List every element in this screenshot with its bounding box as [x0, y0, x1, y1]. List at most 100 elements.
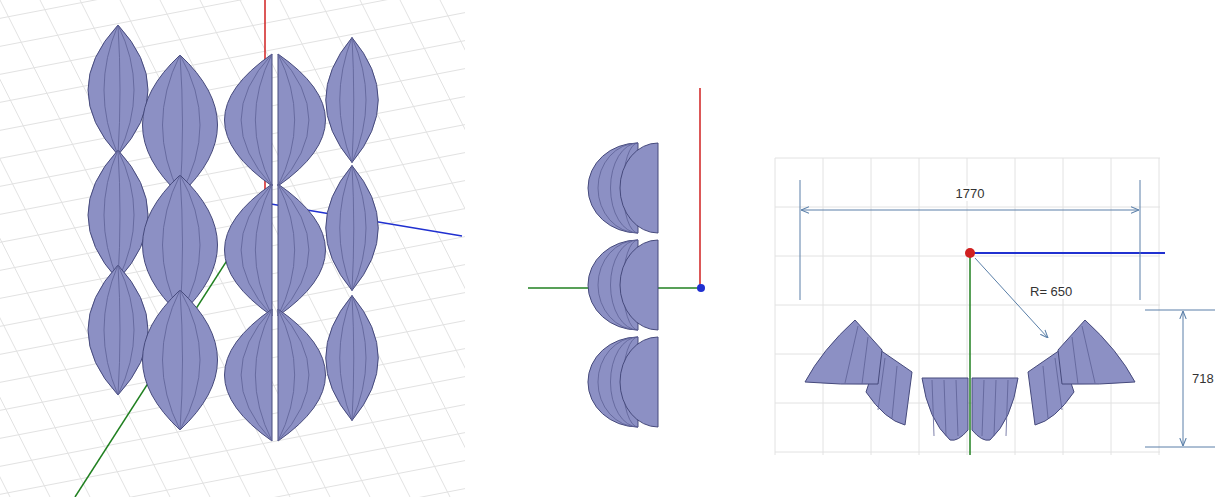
half-lens-part — [225, 54, 273, 186]
grid-line — [0, 0, 465, 56]
sector-part — [1058, 320, 1135, 384]
grid-line — [775, 452, 1160, 453]
grid-line — [0, 394, 465, 497]
facet-line — [104, 150, 118, 280]
facet-line — [340, 166, 352, 291]
grid-line — [320, 0, 465, 497]
grid-line — [440, 0, 465, 497]
facet-line — [104, 265, 118, 395]
facet-line — [278, 54, 309, 186]
half-lens-part — [225, 309, 273, 441]
facet-line — [352, 296, 366, 421]
facet-line — [118, 25, 120, 155]
grid-line — [919, 158, 920, 455]
z-axis — [699, 88, 701, 288]
extension-line — [1145, 447, 1215, 448]
facet-line — [255, 309, 272, 441]
facet-line — [845, 326, 858, 383]
axis-dot — [697, 284, 705, 292]
sector-part — [805, 320, 882, 384]
grid-line — [1063, 158, 1064, 455]
dimension-line — [1183, 311, 1184, 446]
facet-line — [241, 54, 272, 186]
facet-line — [892, 366, 897, 418]
facet-line — [352, 166, 354, 291]
facet-line — [278, 184, 295, 316]
grid-line — [400, 0, 465, 497]
half-disc-part — [620, 337, 658, 427]
facet-line — [278, 54, 295, 186]
extension-line — [800, 180, 801, 300]
grid-line — [0, 0, 50, 497]
lens-part — [143, 55, 218, 195]
grid-line — [40, 0, 290, 497]
lens-part — [143, 290, 218, 430]
grid-line — [1015, 158, 1016, 455]
grid-line — [80, 0, 330, 497]
facet-line — [278, 184, 309, 316]
facet-line — [1082, 326, 1095, 383]
grid-line — [0, 450, 465, 497]
facet-line — [278, 309, 295, 441]
facet-line — [180, 290, 183, 430]
facet-line — [1043, 366, 1048, 418]
facet-line — [862, 337, 868, 384]
facet-line — [956, 380, 958, 436]
lens-part — [326, 166, 379, 291]
facet-line — [180, 290, 200, 430]
grid-line — [0, 478, 465, 497]
grid-line — [200, 0, 450, 497]
half-disc-part — [620, 143, 658, 233]
grid-line — [871, 158, 872, 455]
grid-line — [1159, 158, 1160, 455]
lens-part — [88, 265, 148, 395]
sector-part — [922, 378, 968, 440]
grid-line — [0, 422, 465, 497]
grid-line — [775, 207, 1160, 208]
facet-line — [118, 25, 134, 155]
grid-line — [1111, 158, 1112, 455]
grid-line — [823, 158, 824, 455]
grid-line — [775, 158, 1160, 159]
lens-part — [326, 296, 379, 421]
facet-line — [104, 25, 118, 155]
x-axis — [969, 253, 971, 455]
facet-line — [255, 184, 272, 316]
extension-line — [1140, 180, 1141, 300]
facet-line — [163, 55, 181, 195]
facet-line — [241, 309, 272, 441]
origin-dot — [965, 248, 975, 258]
grid-line — [0, 0, 465, 28]
half-disc-part — [620, 240, 658, 330]
grid-line — [0, 0, 465, 84]
facet-line — [1006, 380, 1008, 436]
facet-line — [352, 38, 354, 163]
dimension-line — [801, 210, 1139, 211]
side-view — [528, 88, 705, 427]
facet-line — [352, 38, 366, 163]
sector-part — [972, 378, 1018, 440]
y-axis — [970, 252, 1165, 254]
facet-line — [118, 150, 120, 280]
dimension-label: 1770 — [954, 186, 987, 201]
grid-line — [775, 305, 1160, 306]
half-lens-part — [278, 54, 326, 186]
lens-part — [326, 38, 379, 163]
facet-line — [944, 380, 946, 436]
facet-line — [255, 54, 272, 186]
facet-line — [278, 309, 309, 441]
dimension-label: 718 — [1190, 371, 1216, 386]
facet-line — [163, 290, 181, 430]
lens-part — [88, 150, 148, 280]
half-lens-part — [225, 184, 273, 316]
facet-line — [118, 265, 120, 395]
lens-part — [88, 25, 148, 155]
top-view — [775, 158, 1215, 455]
facet-line — [118, 150, 134, 280]
facet-line — [118, 265, 134, 395]
facet-line — [180, 55, 200, 195]
grid-line — [775, 158, 776, 455]
dimension-label: R= 650 — [1028, 284, 1074, 299]
half-lens-part — [278, 309, 326, 441]
